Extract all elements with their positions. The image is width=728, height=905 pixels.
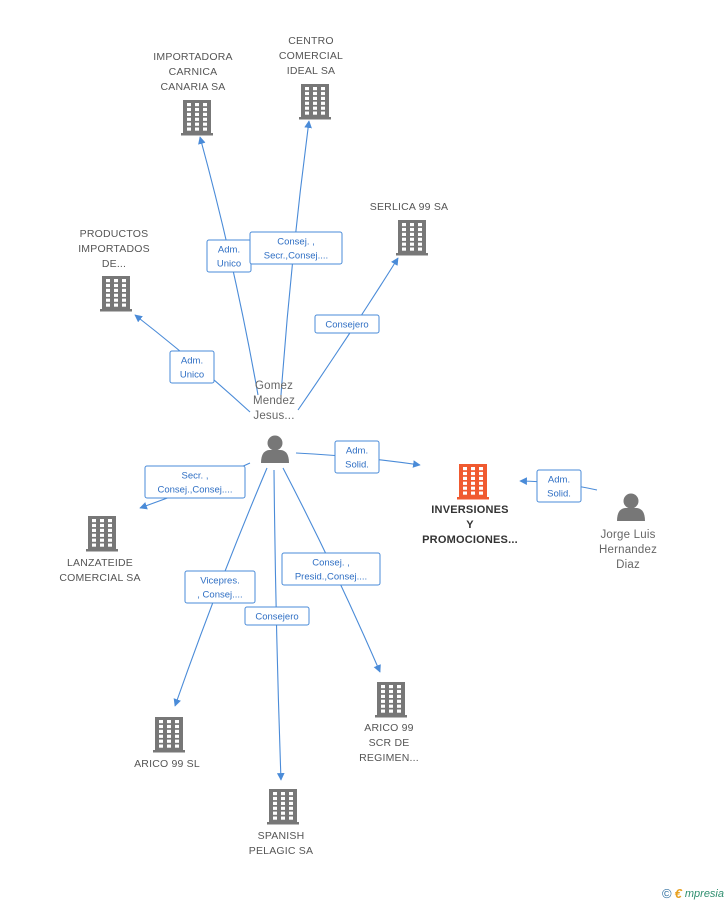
edge-label-text: Adm.: [181, 356, 203, 367]
node-label: LANZATEIDE: [67, 557, 133, 569]
person-icon: [617, 493, 645, 521]
edge-label-gomez-centro[interactable]: Consej. , Secr.,Consej....: [249, 231, 343, 265]
building-icon: [396, 220, 428, 256]
node-productos[interactable]: PRODUCTOS IMPORTADOS DE...: [78, 228, 150, 312]
empresia-watermark: © €mpresia: [662, 886, 724, 901]
node-label: DE...: [102, 258, 126, 270]
edge-label-box: [314, 314, 380, 334]
node-label: COMERCIAL SA: [59, 572, 140, 584]
building-icon: [375, 682, 407, 718]
edge-label-text: Consej.,Consej....: [158, 485, 233, 496]
building-icon: [299, 84, 331, 120]
node-label: CARNICA: [169, 66, 218, 78]
edge-label-gomez-arico_sl[interactable]: Vicepres. , Consej....: [184, 570, 256, 604]
edge-label-text: Unico: [180, 370, 204, 381]
edge-label-text: Secr. ,: [182, 471, 209, 482]
node-label: CENTRO: [288, 35, 334, 47]
edge-label-text: Solid.: [345, 460, 369, 471]
node-label: Y: [466, 519, 474, 531]
node-arico_scr[interactable]: ARICO 99 SCR DE REGIMEN...: [359, 682, 419, 764]
edge-label-gomez-arico_scr[interactable]: Consej. , Presid.,Consej....: [281, 552, 381, 586]
node-label: Diaz: [616, 559, 640, 571]
brand-name: mpresia: [684, 887, 724, 900]
node-label: INVERSIONES: [431, 504, 508, 516]
node-label: SCR DE: [369, 737, 410, 749]
edge-label-box: [184, 570, 256, 604]
node-arico_sl[interactable]: ARICO 99 SL: [134, 717, 200, 770]
node-label: COMERCIAL: [279, 50, 343, 62]
edge-label-text: Consejero: [255, 612, 298, 623]
node-serlica[interactable]: SERLICA 99 SA: [370, 201, 448, 256]
edge-label-box: [144, 465, 246, 499]
edge-label-text: Unico: [217, 259, 241, 270]
edge-label-gomez-productos[interactable]: Adm. Unico: [169, 350, 215, 384]
node-label: Gomez: [255, 380, 293, 392]
node-label: Jorge Luis: [600, 529, 655, 541]
edge-label-text: Solid.: [547, 489, 571, 500]
edge-label-text: Secr.,Consej....: [264, 251, 328, 262]
building-icon: [86, 516, 118, 552]
node-lanzateide[interactable]: LANZATEIDE COMERCIAL SA: [59, 516, 140, 584]
brand-logo-mark: €: [674, 886, 682, 901]
node-importadora[interactable]: IMPORTADORA CARNICA CANARIA SA: [153, 51, 233, 136]
building-icon: [457, 464, 489, 500]
node-label: Hernandez: [599, 544, 657, 556]
node-label: IMPORTADOS: [78, 243, 150, 255]
edge-label-text: Adm.: [346, 446, 368, 457]
edge-label-text: , Consej....: [197, 590, 242, 601]
node-label: IMPORTADORA: [153, 51, 232, 63]
edge-label-text: Consej. ,: [277, 237, 315, 248]
node-label: SPANISH: [258, 830, 305, 842]
node-label: PRODUCTOS: [80, 228, 149, 240]
edge-label-box: [169, 350, 215, 384]
edge-label-gomez-spanish[interactable]: Consejero: [244, 606, 310, 626]
edge-label-text: Adm.: [548, 475, 570, 486]
node-label: Jesus...: [253, 410, 294, 422]
node-label: IDEAL SA: [287, 65, 335, 77]
node-label: ARICO 99 SL: [134, 758, 200, 770]
edge-label-box: [249, 231, 343, 265]
edge-label-gomez-lanzateide[interactable]: Secr. , Consej.,Consej....: [144, 465, 246, 499]
node-gomez[interactable]: GomezMendezJesus...: [253, 380, 295, 463]
edge-label-gomez-inversiones[interactable]: Adm. Solid.: [334, 440, 380, 474]
edge-label-box: [536, 469, 582, 503]
edge-label-box: [281, 552, 381, 586]
node-label: Mendez: [253, 395, 295, 407]
person-icon: [261, 435, 289, 463]
node-centro[interactable]: CENTRO COMERCIAL IDEAL SA: [279, 35, 343, 120]
node-label: PROMOCIONES...: [422, 534, 518, 546]
edge-label-text: Adm.: [218, 245, 240, 256]
edge-gomez-serlica: [297, 257, 399, 411]
building-icon: [181, 100, 213, 136]
edge-label-text: Presid.,Consej....: [295, 572, 367, 583]
node-label: PELAGIC SA: [249, 845, 313, 857]
node-spanish[interactable]: SPANISH PELAGIC SA: [249, 789, 313, 857]
node-inversiones[interactable]: INVERSIONES Y PROMOCIONES...: [422, 464, 518, 546]
building-icon: [100, 276, 132, 312]
copyright-icon: ©: [662, 886, 672, 901]
edge-label-text: Consej. ,: [312, 558, 350, 569]
edge-label-text: Consejero: [325, 320, 368, 331]
building-icon: [267, 789, 299, 825]
edge-label-text: Vicepres.: [200, 576, 239, 587]
node-label: CANARIA SA: [160, 81, 225, 93]
node-label: SERLICA 99 SA: [370, 201, 448, 213]
edge-label-box: [244, 606, 310, 626]
edge-label-box: [334, 440, 380, 474]
node-label: REGIMEN...: [359, 752, 419, 764]
edge-label-gomez-serlica[interactable]: Consejero: [314, 314, 380, 334]
node-label: ARICO 99: [364, 722, 413, 734]
edge-label-jorge-inversiones[interactable]: Adm. Solid.: [536, 469, 582, 503]
building-icon: [153, 717, 185, 753]
edge-label-gomez-importadora[interactable]: Adm. Unico: [206, 239, 252, 273]
